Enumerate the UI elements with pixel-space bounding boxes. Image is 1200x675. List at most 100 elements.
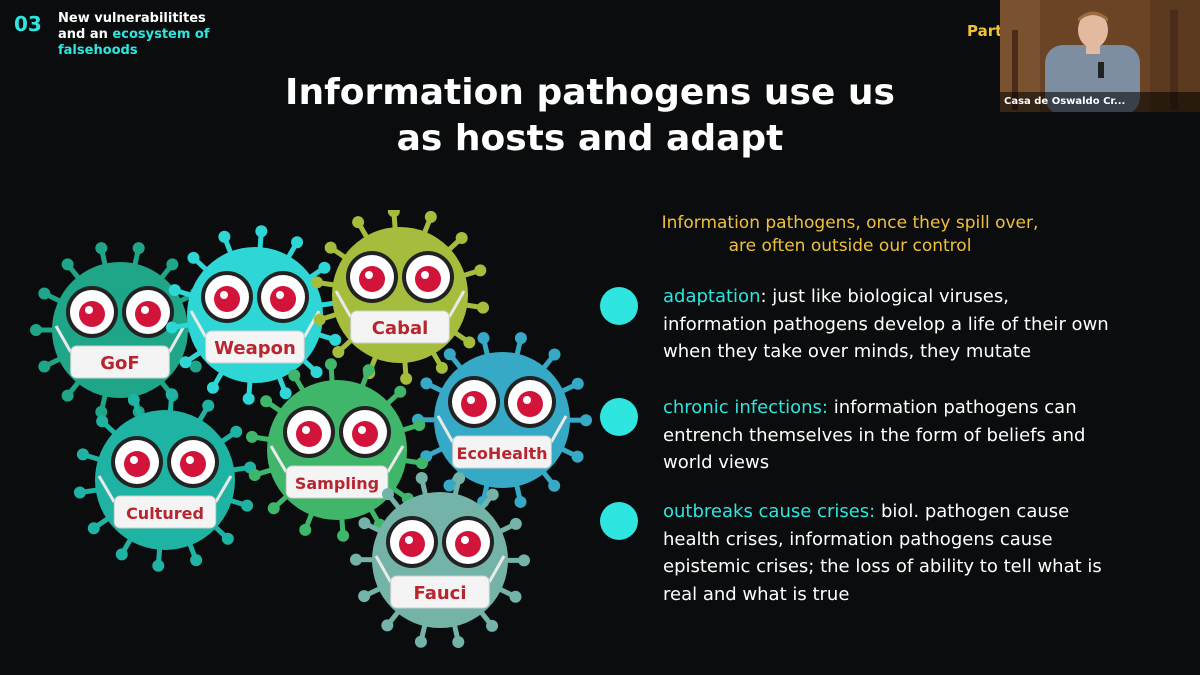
virus-mask — [70, 345, 170, 379]
virus-eye-shine — [467, 396, 475, 404]
virus-spike-tip — [435, 361, 448, 374]
virus-eye-shine — [405, 536, 413, 544]
virus-spike-tip — [324, 358, 337, 371]
virus-spike-tip — [165, 388, 178, 401]
virus-eye-shine — [276, 291, 284, 299]
virus-spike-tip — [248, 469, 261, 482]
virus-spike-tip — [394, 385, 407, 398]
virus-spike-tip — [352, 216, 365, 229]
virus-spike-tip — [132, 242, 145, 255]
virus-spike-tip — [329, 333, 342, 346]
virus-spike-tip — [571, 450, 584, 463]
virus-iris — [296, 421, 322, 447]
virus-spike-tip — [310, 276, 323, 289]
bullet-term: chronic infections: — [663, 397, 828, 418]
virus-cultured: Cultured — [73, 388, 257, 572]
speaker-video-tile[interactable]: Casa de Oswaldo Cr... — [1000, 0, 1200, 112]
virus-spike-tip — [400, 372, 413, 385]
virus-spike-tip — [291, 236, 304, 249]
virus-spike-tip — [189, 360, 202, 373]
virus-iris — [359, 266, 385, 292]
virus-spike-tip — [514, 495, 527, 508]
virus-spike-tip — [414, 635, 427, 648]
virus-label: Cultured — [126, 504, 204, 523]
virus-spike-tip — [218, 230, 231, 243]
virus-spike-tip — [260, 395, 273, 408]
virus-mask — [350, 310, 450, 344]
mask-strap — [54, 325, 73, 353]
virus-spike-tip — [206, 381, 219, 394]
virus-spike-tip — [61, 389, 74, 402]
virus-gof: GoF — [30, 242, 210, 418]
virus-spike-tip — [313, 313, 326, 326]
virus-fauci: Fauci — [350, 472, 530, 648]
virus-iris — [79, 301, 105, 327]
virus-iris — [180, 451, 206, 477]
virus-spike-tip — [299, 523, 312, 536]
virus-spike-tip — [415, 457, 428, 470]
virus-body — [95, 410, 235, 550]
virus-spike-tip — [242, 392, 255, 405]
bullet-text: information pathogens can entrench thems… — [663, 397, 1086, 473]
virus-mask — [390, 575, 490, 609]
virus-spike-tip — [73, 486, 86, 499]
virus-spike-tip — [486, 488, 499, 501]
virus-mask — [205, 330, 305, 364]
bullet-term: outbreaks cause crises: — [663, 501, 876, 522]
virus-spike-tip — [517, 554, 530, 567]
mask-strap — [436, 415, 455, 443]
virus-iris — [135, 301, 161, 327]
virus-spike-tip — [267, 502, 280, 515]
virus-spike-tip — [548, 479, 561, 492]
virus-spike-tip — [509, 590, 522, 603]
virus-spike-tip — [477, 301, 490, 314]
virus-spike-tip — [255, 225, 268, 238]
virus-spike-tip — [38, 287, 51, 300]
virus-iris — [270, 286, 296, 312]
virus-spike-tip — [381, 619, 394, 632]
virus-spike-tip — [509, 517, 522, 530]
virus-spike-tip — [95, 242, 108, 255]
virus-illustration: GoFWeaponCabalEcoHealthCulturedSamplingF… — [30, 210, 592, 648]
virus-spike-tip — [318, 261, 331, 274]
virus-spike-tip — [474, 264, 487, 277]
virus-spike-tip — [415, 472, 428, 485]
mask-strap — [447, 290, 466, 318]
virus-spike-tip — [38, 360, 51, 373]
virus-spike-tip — [358, 590, 371, 603]
speaker-caption: Casa de Oswaldo Cr... — [1000, 92, 1200, 112]
virus-spike-tip — [548, 348, 561, 361]
virus-mask — [113, 495, 217, 529]
virus-eye-shine — [365, 271, 373, 279]
mask-strap — [167, 325, 186, 353]
virus-spike-tip — [115, 548, 128, 561]
section-title: New vulnerabilitites and an ecosystem of… — [58, 11, 210, 58]
bullet-dot — [600, 398, 638, 436]
mask-strap — [374, 555, 393, 583]
virus-mask — [452, 435, 552, 469]
virus-spike-tip — [324, 241, 337, 254]
virus-spike-tip — [187, 251, 200, 264]
virus-spike-tip — [96, 415, 109, 428]
mask-strap — [269, 445, 288, 473]
virus-eye-shine — [141, 306, 149, 314]
bullet-dot — [600, 502, 638, 540]
virus-spike-tip — [179, 356, 192, 369]
virus-eye-shine — [186, 456, 194, 464]
virus-spike-tip — [420, 377, 433, 390]
virus-spike-tip — [87, 522, 100, 535]
virus-iris — [399, 531, 425, 557]
virus-iris — [352, 421, 378, 447]
virus-spike-tip — [221, 532, 234, 545]
virus-label: GoF — [100, 353, 139, 374]
virus-spike-tip — [61, 258, 74, 271]
virus-spike-tip — [514, 332, 527, 345]
virus-spike-tip — [288, 369, 301, 382]
virus-spike-tip — [387, 210, 400, 218]
virus-ecohealth: EcoHealth — [412, 332, 592, 508]
mask-strap — [214, 475, 233, 503]
mask-strap — [386, 445, 405, 473]
virus-spike-tip — [246, 430, 259, 443]
slide-title: Information pathogens use us as hosts an… — [285, 72, 895, 159]
virus-label: Cabal — [372, 318, 429, 339]
